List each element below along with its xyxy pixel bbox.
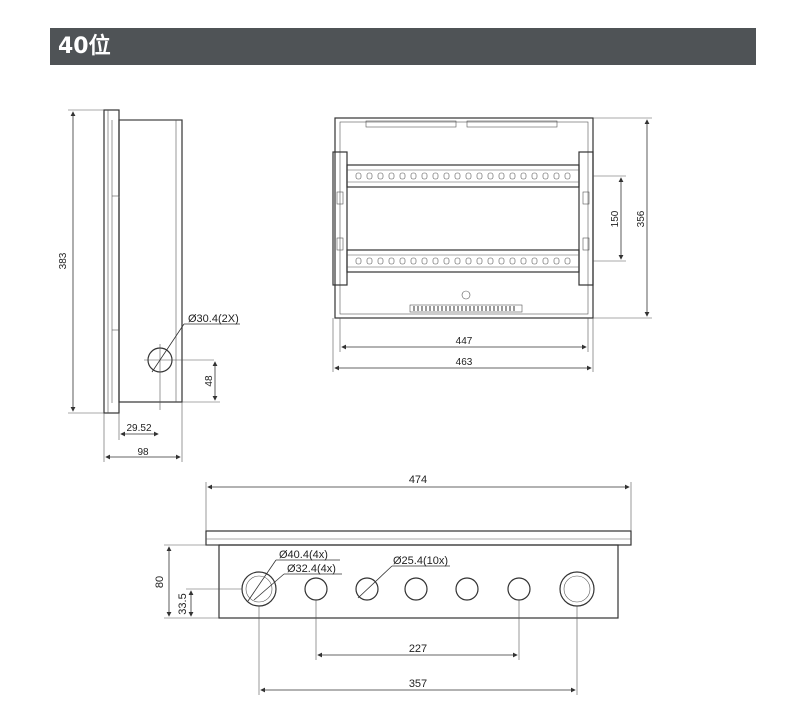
rail-slot [564,172,571,180]
bottom-hole-height-label: 33.5 [177,593,189,614]
rail-slot [542,257,549,265]
bottom-small-span-label: 227 [409,643,427,655]
bottom-view [164,482,632,695]
rail-slot [553,257,560,265]
side-hole-offset-label: 48 [204,375,215,387]
side-hole-dia-label: Ø30.4(2X) [188,313,239,325]
rail-slot [366,257,373,265]
front-view [332,117,652,372]
bottom-large-holes-label: Ø40.4(4x) [279,549,328,561]
rail-slot [388,172,395,180]
terminal-bar [409,304,523,313]
rail-slot [553,172,560,180]
bottom-lid [205,530,632,546]
rail-slot [355,172,362,180]
rail-slots [355,172,571,311]
rail-slot [366,172,373,180]
small-hole [304,577,328,601]
rail-slot [509,257,516,265]
side-depth-to-hole-label: 29.52 [126,423,151,434]
small-hole [455,577,479,601]
rail-slot [465,172,472,180]
bottom-large-span-label: 357 [409,678,427,690]
rail-slot [520,172,527,180]
rail-slot [454,172,461,180]
rail-slot [531,257,538,265]
page-title: 40位 [58,34,111,59]
small-hole [404,577,428,601]
din-rail-top [346,164,580,188]
rail-slot [432,172,439,180]
bottom-height-label: 80 [154,576,166,588]
small-hole [355,577,379,601]
small-hole [507,577,531,601]
front-outer-width-label: 463 [456,357,473,368]
rail-slot [410,172,417,180]
din-rail-bottom [346,249,580,273]
bottom-overall-width-label: 474 [409,474,427,486]
rail-slot [509,172,516,180]
side-flange [103,109,120,414]
front-inner-height-label: 356 [636,210,647,227]
side-view [68,109,240,462]
rail-slot [487,257,494,265]
front-inner-width-label: 447 [456,336,473,347]
rail-slot [476,257,483,265]
rail-slot [564,257,571,265]
bottom-small-holes-label: Ø25.4(10x) [393,555,448,567]
front-rail-spacing-label: 150 [610,210,621,227]
bottom-body [218,544,619,619]
rail-slot [421,257,428,265]
rail-slot [443,257,450,265]
rail-slot [531,172,538,180]
rail-slot [399,172,406,180]
rail-slot [542,172,549,180]
large-hole [559,571,595,607]
rail-slot [399,257,406,265]
rail-slot [487,172,494,180]
rail-slot [476,172,483,180]
rail-slot [465,257,472,265]
rail-slot [498,257,505,265]
rail-slot [355,257,362,265]
rail-slot [454,257,461,265]
side-height-label: 383 [58,252,69,269]
rail-slot [410,257,417,265]
rail-slot [498,172,505,180]
side-depth-label: 98 [137,447,149,458]
rail-slot [388,257,395,265]
rail-slot [377,172,384,180]
rail-slot [421,172,428,180]
rail-slot [432,257,439,265]
rail-slot [443,172,450,180]
rail-slot [377,257,384,265]
title-bar: 40位 [50,28,756,65]
bottom-medium-holes-label: Ø32.4(4x) [287,563,336,575]
large-hole [241,571,277,607]
front-enclosure [334,117,594,319]
rail-slot [520,257,527,265]
